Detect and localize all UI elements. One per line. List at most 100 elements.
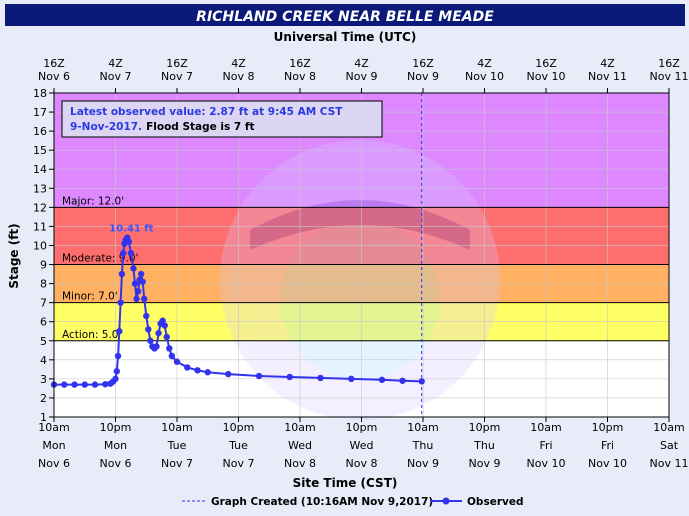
x-tick-label: Nov 9 [469,457,501,470]
top-tick-label: 4Z [354,57,369,70]
x-tick-label: Wed [350,439,374,452]
x-tick-label: Thu [412,439,434,452]
stage-labels: Major: 12.0'Moderate: 9.0'Minor: 7.0'Act… [54,195,669,342]
observed-point [317,374,324,382]
observed-point [168,352,176,360]
x-tick-label: Nov 10 [527,457,566,470]
y-tick-label: 3 [40,373,47,386]
top-axis-title: Universal Time (UTC) [274,30,417,44]
note-line2: 9-Nov-2017.Flood Stage is 7 ft [70,121,254,133]
watermark-inner [280,220,440,380]
observed-point [127,249,135,257]
observed-point [173,358,181,365]
x-tick-label: 10am [161,421,192,434]
observed-point [145,326,152,333]
note-box [61,100,383,138]
stage-label: Major: 12.0' [62,195,124,207]
x-tick-label: 10am [38,421,69,434]
observed-point [116,328,123,335]
x-tick-label: Nov 6 [100,457,132,470]
x-tick-label: Nov 11 [650,457,689,470]
observed-point [131,280,139,287]
observed-point [147,337,154,344]
observed-point [91,381,99,388]
observed-point [125,238,133,245]
legend-observed-marker [442,497,450,505]
x-tick-label: Fri [601,439,614,452]
top-tick-label: Nov 8 [223,70,255,83]
observed-point [117,299,124,306]
top-tick-label: Nov 7 [161,70,193,83]
x-axis-title: Site Time (CST) [293,476,398,490]
y-axis-title: Stage (ft) [7,223,21,288]
x-tick-label: Nov 9 [407,457,439,470]
peak-label: 10.41 ft [109,224,153,235]
y-tick-label: 5 [40,335,47,348]
observed-point [161,322,168,329]
chart-title: RICHLAND CREEK NEAR BELLE MEADE [196,9,494,25]
top-tick-label: 16Z [289,57,311,70]
y-tick-label: 14 [33,163,47,176]
observed-point [163,333,170,341]
observed-point [133,295,140,303]
x-tick-label: Nov 6 [38,457,70,470]
title-bar [5,4,685,26]
y-tick-label: 11 [33,220,47,233]
note-flood-stage: Flood Stage is 7 ft [146,121,254,133]
x-tick-label: Fri [539,439,552,452]
x-tick-label: 10pm [469,421,501,434]
x-tick-label: 10am [653,421,684,434]
latest-value-note: Latest observed value: 2.87 ft at 9:45 A… [61,100,383,138]
stage-label: Action: 5.0' [62,329,121,341]
noaa-watermark [220,140,500,420]
x-tick-label: Nov 8 [346,457,378,470]
observed-point [130,265,137,272]
x-tick-label: 10pm [592,421,624,434]
y-tick-label: 8 [40,278,47,291]
top-tick-label: 4Z [231,57,246,70]
x-tick-label: Nov 7 [161,457,193,470]
observed-point [71,381,78,388]
top-tick-label: Nov 9 [407,70,439,83]
observed-point [119,249,127,257]
y-tick-label: 4 [40,354,47,367]
y-tick-label: 7 [40,297,47,310]
legend-graph-created: Graph Created (10:16AM Nov 9,2017) [211,496,433,508]
x-tick-label: Nov 8 [284,457,316,470]
note-line1: Latest observed value: 2.87 ft at 9:45 A… [70,106,343,118]
top-tick-label: Nov 9 [346,70,378,83]
legend: Graph Created (10:16AM Nov 9,2017) Obser… [182,496,523,508]
observed-point [153,343,160,350]
observed-point [378,376,386,384]
observed-point [134,288,142,295]
x-tick-label: Nov 7 [223,457,255,470]
x-tick-label: Tue [228,439,248,452]
top-tick-label: 4Z [600,57,615,70]
x-tick-label: Thu [473,439,495,452]
y-tick-label: 17 [33,106,47,119]
observed-point [286,373,293,381]
x-tick-label: Mon [104,439,127,452]
top-tick-label: 16Z [658,57,680,70]
observed-point [118,270,126,278]
legend-observed: Observed [467,496,523,508]
x-tick-label: Wed [288,439,312,452]
stage-label: Moderate: 9.0' [62,253,138,265]
x-tick-label: Tue [167,439,187,452]
observed-point [102,381,109,388]
observed-point [225,370,232,378]
observed-point [194,367,201,374]
y-tick-label: 16 [33,125,47,138]
watermark-bird [250,200,470,250]
observed-point [141,295,148,303]
watermark-disc [220,140,500,420]
top-tick-label: Nov 6 [38,70,70,83]
y-tick-label: 9 [40,259,47,272]
y-tick-label: 15 [33,144,47,157]
observed-point [114,352,122,360]
top-tick-label: Nov 10 [465,70,504,83]
observed-point [348,375,355,383]
top-tick-label: Nov 10 [527,70,566,83]
